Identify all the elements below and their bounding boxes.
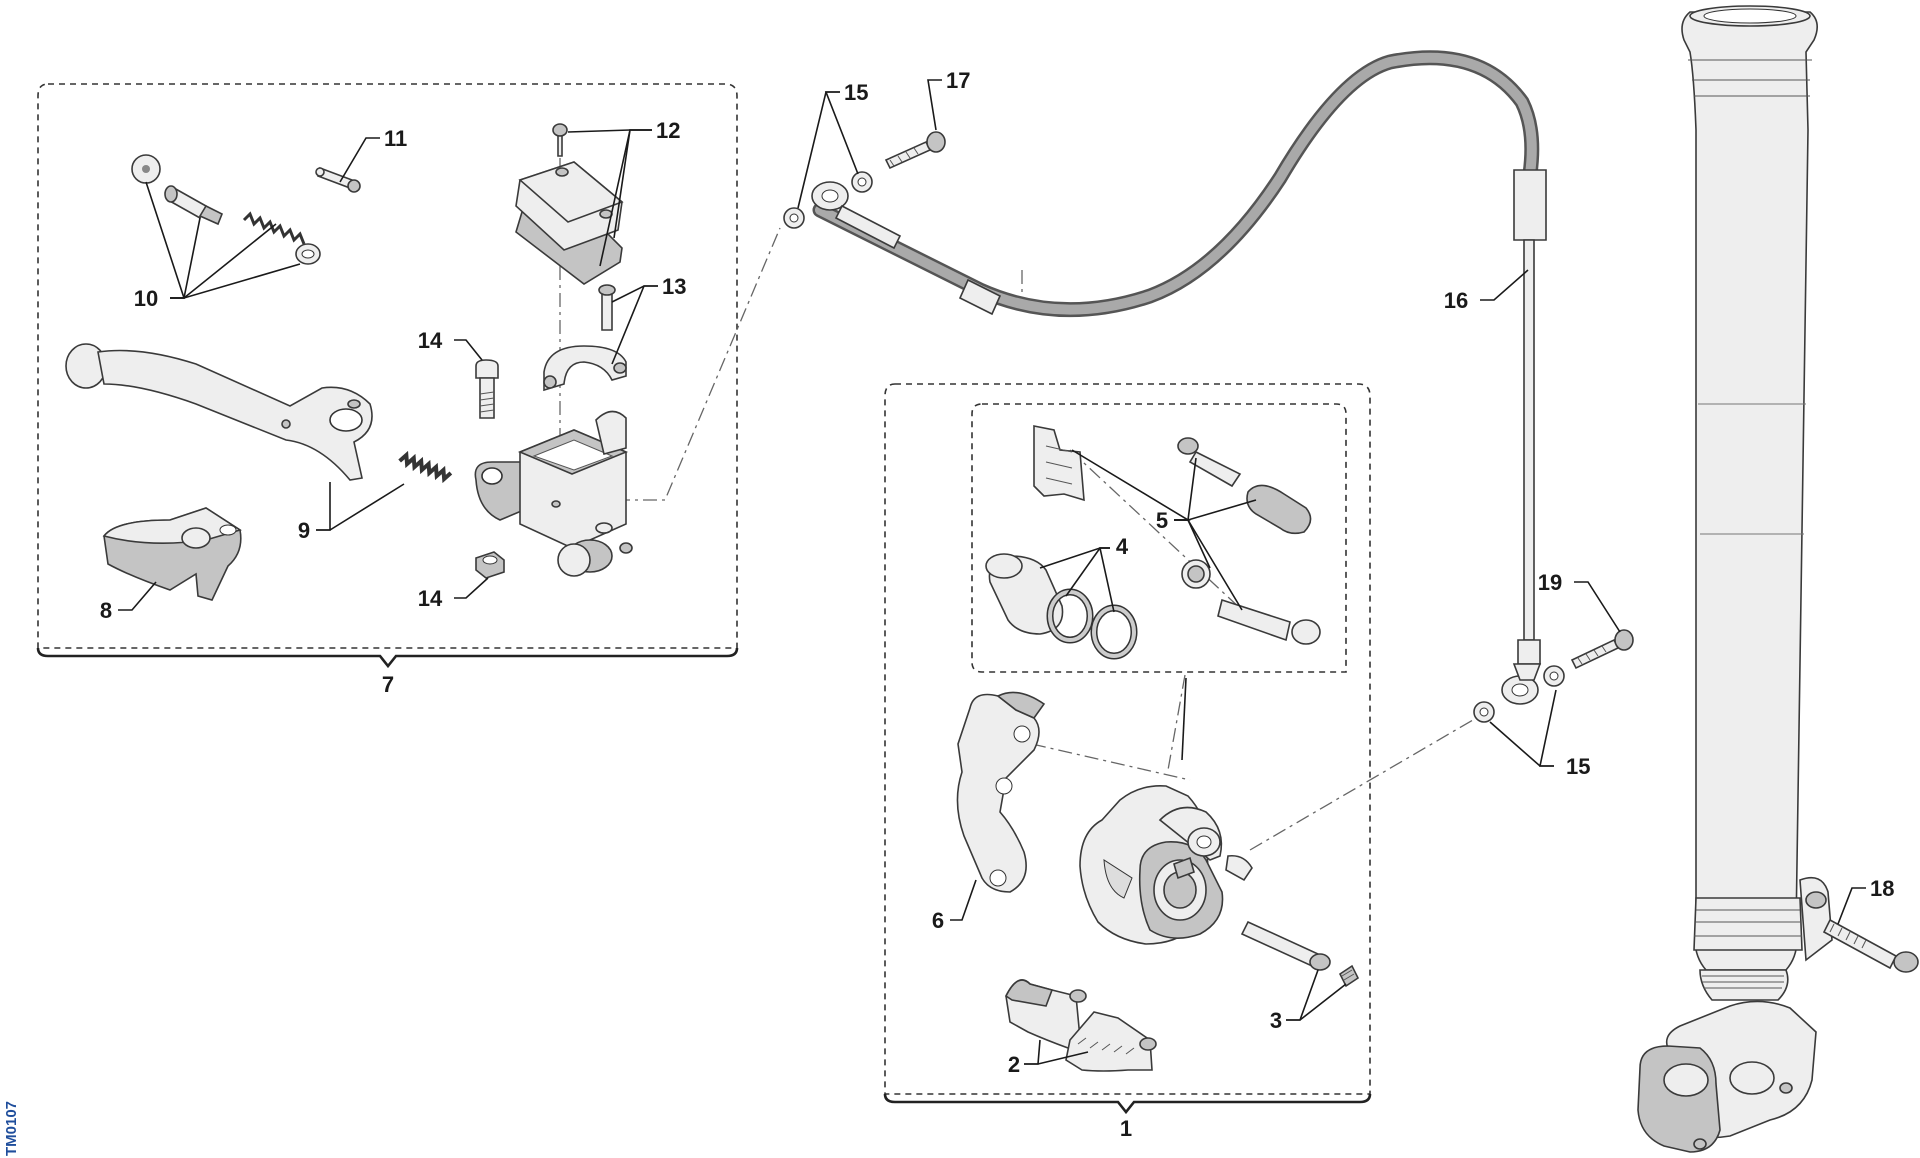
callout-18: 18 — [1870, 876, 1894, 901]
master-cylinder-body-part — [474, 410, 633, 577]
group-1-bracket — [883, 1093, 1372, 1115]
handlebar-clamp-part — [543, 284, 627, 392]
lower-banjo-bolt-part — [1570, 629, 1634, 670]
lever-nut-part — [475, 551, 505, 579]
callout-11: 11 — [384, 126, 407, 151]
group-7-bracket — [36, 647, 739, 669]
piston-kit-part — [131, 154, 321, 265]
pad-pin-and-plug-part — [1240, 920, 1360, 988]
master-cylinder-assembly-group — [36, 83, 739, 669]
brake-lever-part — [65, 343, 453, 484]
callout-14-upper: 14 — [418, 328, 443, 353]
caliper-slide-pins-part — [1177, 437, 1321, 645]
callout-labels: 1 2 3 4 5 6 7 8 9 10 11 12 13 14 14 15 1… — [100, 68, 1895, 1141]
callout-14-lower: 14 — [418, 586, 443, 611]
lever-bolt-part — [475, 359, 499, 419]
callout-10: 10 — [134, 286, 158, 311]
upper-banjo-bolt-part — [884, 131, 946, 170]
callout-15-upper: 15 — [844, 80, 868, 105]
leader-lines — [118, 79, 1866, 1065]
fork-clamp-bolt-part — [1822, 918, 1919, 973]
callout-1: 1 — [1120, 1116, 1132, 1141]
pad-spring-part — [1033, 425, 1085, 502]
callout-16: 16 — [1444, 288, 1468, 313]
caliper-piston-seals-part — [985, 553, 1138, 660]
callout-9: 9 — [298, 518, 310, 543]
callout-3: 3 — [1270, 1008, 1282, 1033]
lower-banjo-fitting-part — [1501, 663, 1542, 705]
brake-pads-part — [1004, 979, 1157, 1072]
fork-leg-part — [1637, 5, 1833, 1153]
upper-banjo-fitting-part — [811, 181, 902, 250]
callout-19: 19 — [1538, 570, 1562, 595]
brake-hose-part — [812, 50, 1547, 665]
document-code: TM0107 — [3, 1101, 20, 1156]
caliper-bracket-part — [956, 691, 1046, 893]
copper-washers-part — [783, 171, 1565, 723]
lever-pivot-pin-part — [315, 166, 361, 193]
callout-5: 5 — [1156, 508, 1168, 533]
caliper-group-box — [884, 383, 1371, 1095]
reservoir-cap-part — [515, 123, 624, 285]
callout-13: 13 — [662, 274, 686, 299]
callout-2: 2 — [1008, 1052, 1020, 1077]
callout-4: 4 — [1116, 534, 1129, 559]
caliper-assembly-group — [883, 383, 1372, 1115]
lever-protector-part — [102, 507, 242, 601]
callout-17: 17 — [946, 68, 970, 93]
callout-8: 8 — [100, 598, 112, 623]
caliper-body-part — [1079, 784, 1253, 945]
callout-6: 6 — [932, 908, 944, 933]
callout-15-lower: 15 — [1566, 754, 1590, 779]
callout-7: 7 — [382, 672, 394, 697]
callout-12: 12 — [656, 118, 680, 143]
